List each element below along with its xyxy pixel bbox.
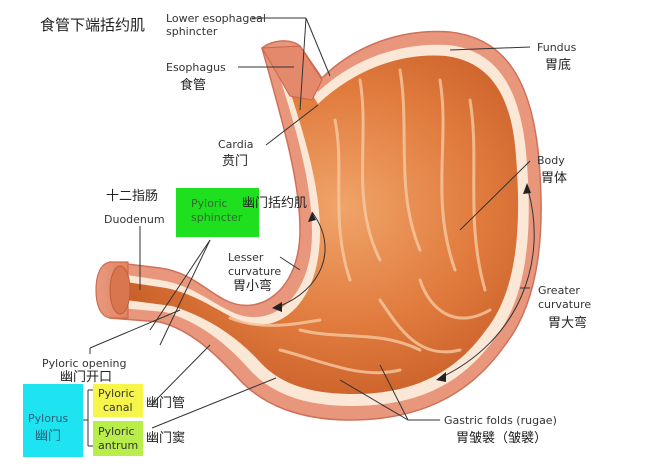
label-pyloric-sphincter-en-1: Pyloric — [191, 197, 228, 210]
pyloric-sphincter-box: Pyloric sphincter — [176, 188, 259, 237]
label-esophagus-en: Esophagus — [166, 61, 226, 74]
label-fundus-zh: 胃底 — [545, 58, 572, 73]
label-pyloric-opening-zh: 幽门开口 — [60, 370, 113, 385]
label-duodenum-zh: 十二指肠 — [106, 189, 159, 204]
label-pyloric-antrum-en-2: antrum — [98, 439, 139, 452]
esophagus-tube — [261, 45, 323, 101]
label-cardia-en: Cardia — [218, 138, 254, 151]
label-pylorus-zh: 幽门 — [35, 429, 62, 444]
label-pyloric-canal-en-2: canal — [103, 401, 133, 414]
lesser-curvature-arrow — [279, 211, 326, 307]
label-greater-curvature-en-2: curvature — [538, 298, 592, 311]
pylorus-box: Pylorus 幽门 — [23, 384, 83, 457]
label-lesser-curvature-zh: 胃小弯 — [233, 279, 273, 294]
label-pyloric-antrum-en-1: Pyloric — [98, 425, 135, 438]
greater-curvature-arrow — [439, 189, 535, 379]
label-pyloric-canal-en-1: Pyloric — [98, 387, 135, 400]
label-body-zh: 胃体 — [541, 171, 568, 186]
stomach-mucosa — [126, 55, 519, 395]
label-gastric-folds-zh: 胃皱襞（皱襞） — [456, 431, 548, 446]
label-pyloric-sphincter-zh: 幽门括约肌 — [242, 196, 308, 211]
label-pyloric-opening-en: Pyloric opening — [42, 357, 127, 370]
label-lesser-curvature-en-2: curvature — [228, 265, 282, 278]
label-cardia-zh: 贲门 — [222, 154, 249, 169]
label-pyloric-sphincter-en-2: sphincter — [191, 211, 243, 224]
label-gastric-folds-en: Gastric folds (rugae) — [444, 414, 557, 427]
label-lower-esophageal-sphincter-zh: 食管下端括约肌 — [40, 16, 146, 34]
label-pylorus-en: Pylorus — [28, 412, 69, 425]
label-fundus-en: Fundus — [537, 41, 577, 54]
pyloric-antrum-box: Pyloric antrum — [93, 421, 143, 456]
label-greater-curvature-zh: 胃大弯 — [548, 316, 588, 331]
label-lesser-curvature-en-1: Lesser — [228, 251, 264, 264]
label-esophagus-zh: 食管 — [180, 78, 207, 93]
label-pyloric-canal-zh: 幽门管 — [146, 396, 186, 411]
label-greater-curvature-en-1: Greater — [538, 284, 580, 297]
label-pyloric-antrum-zh: 幽门窦 — [146, 431, 186, 446]
label-lower-esophageal-sphincter-en-1: Lower esophageal — [166, 12, 266, 25]
label-body-en: Body — [537, 154, 565, 167]
label-duodenum-en: Duodenum — [104, 213, 165, 226]
pyloric-canal-box: Pyloric canal — [93, 384, 143, 417]
label-lower-esophageal-sphincter-en-2: sphincter — [166, 25, 218, 38]
